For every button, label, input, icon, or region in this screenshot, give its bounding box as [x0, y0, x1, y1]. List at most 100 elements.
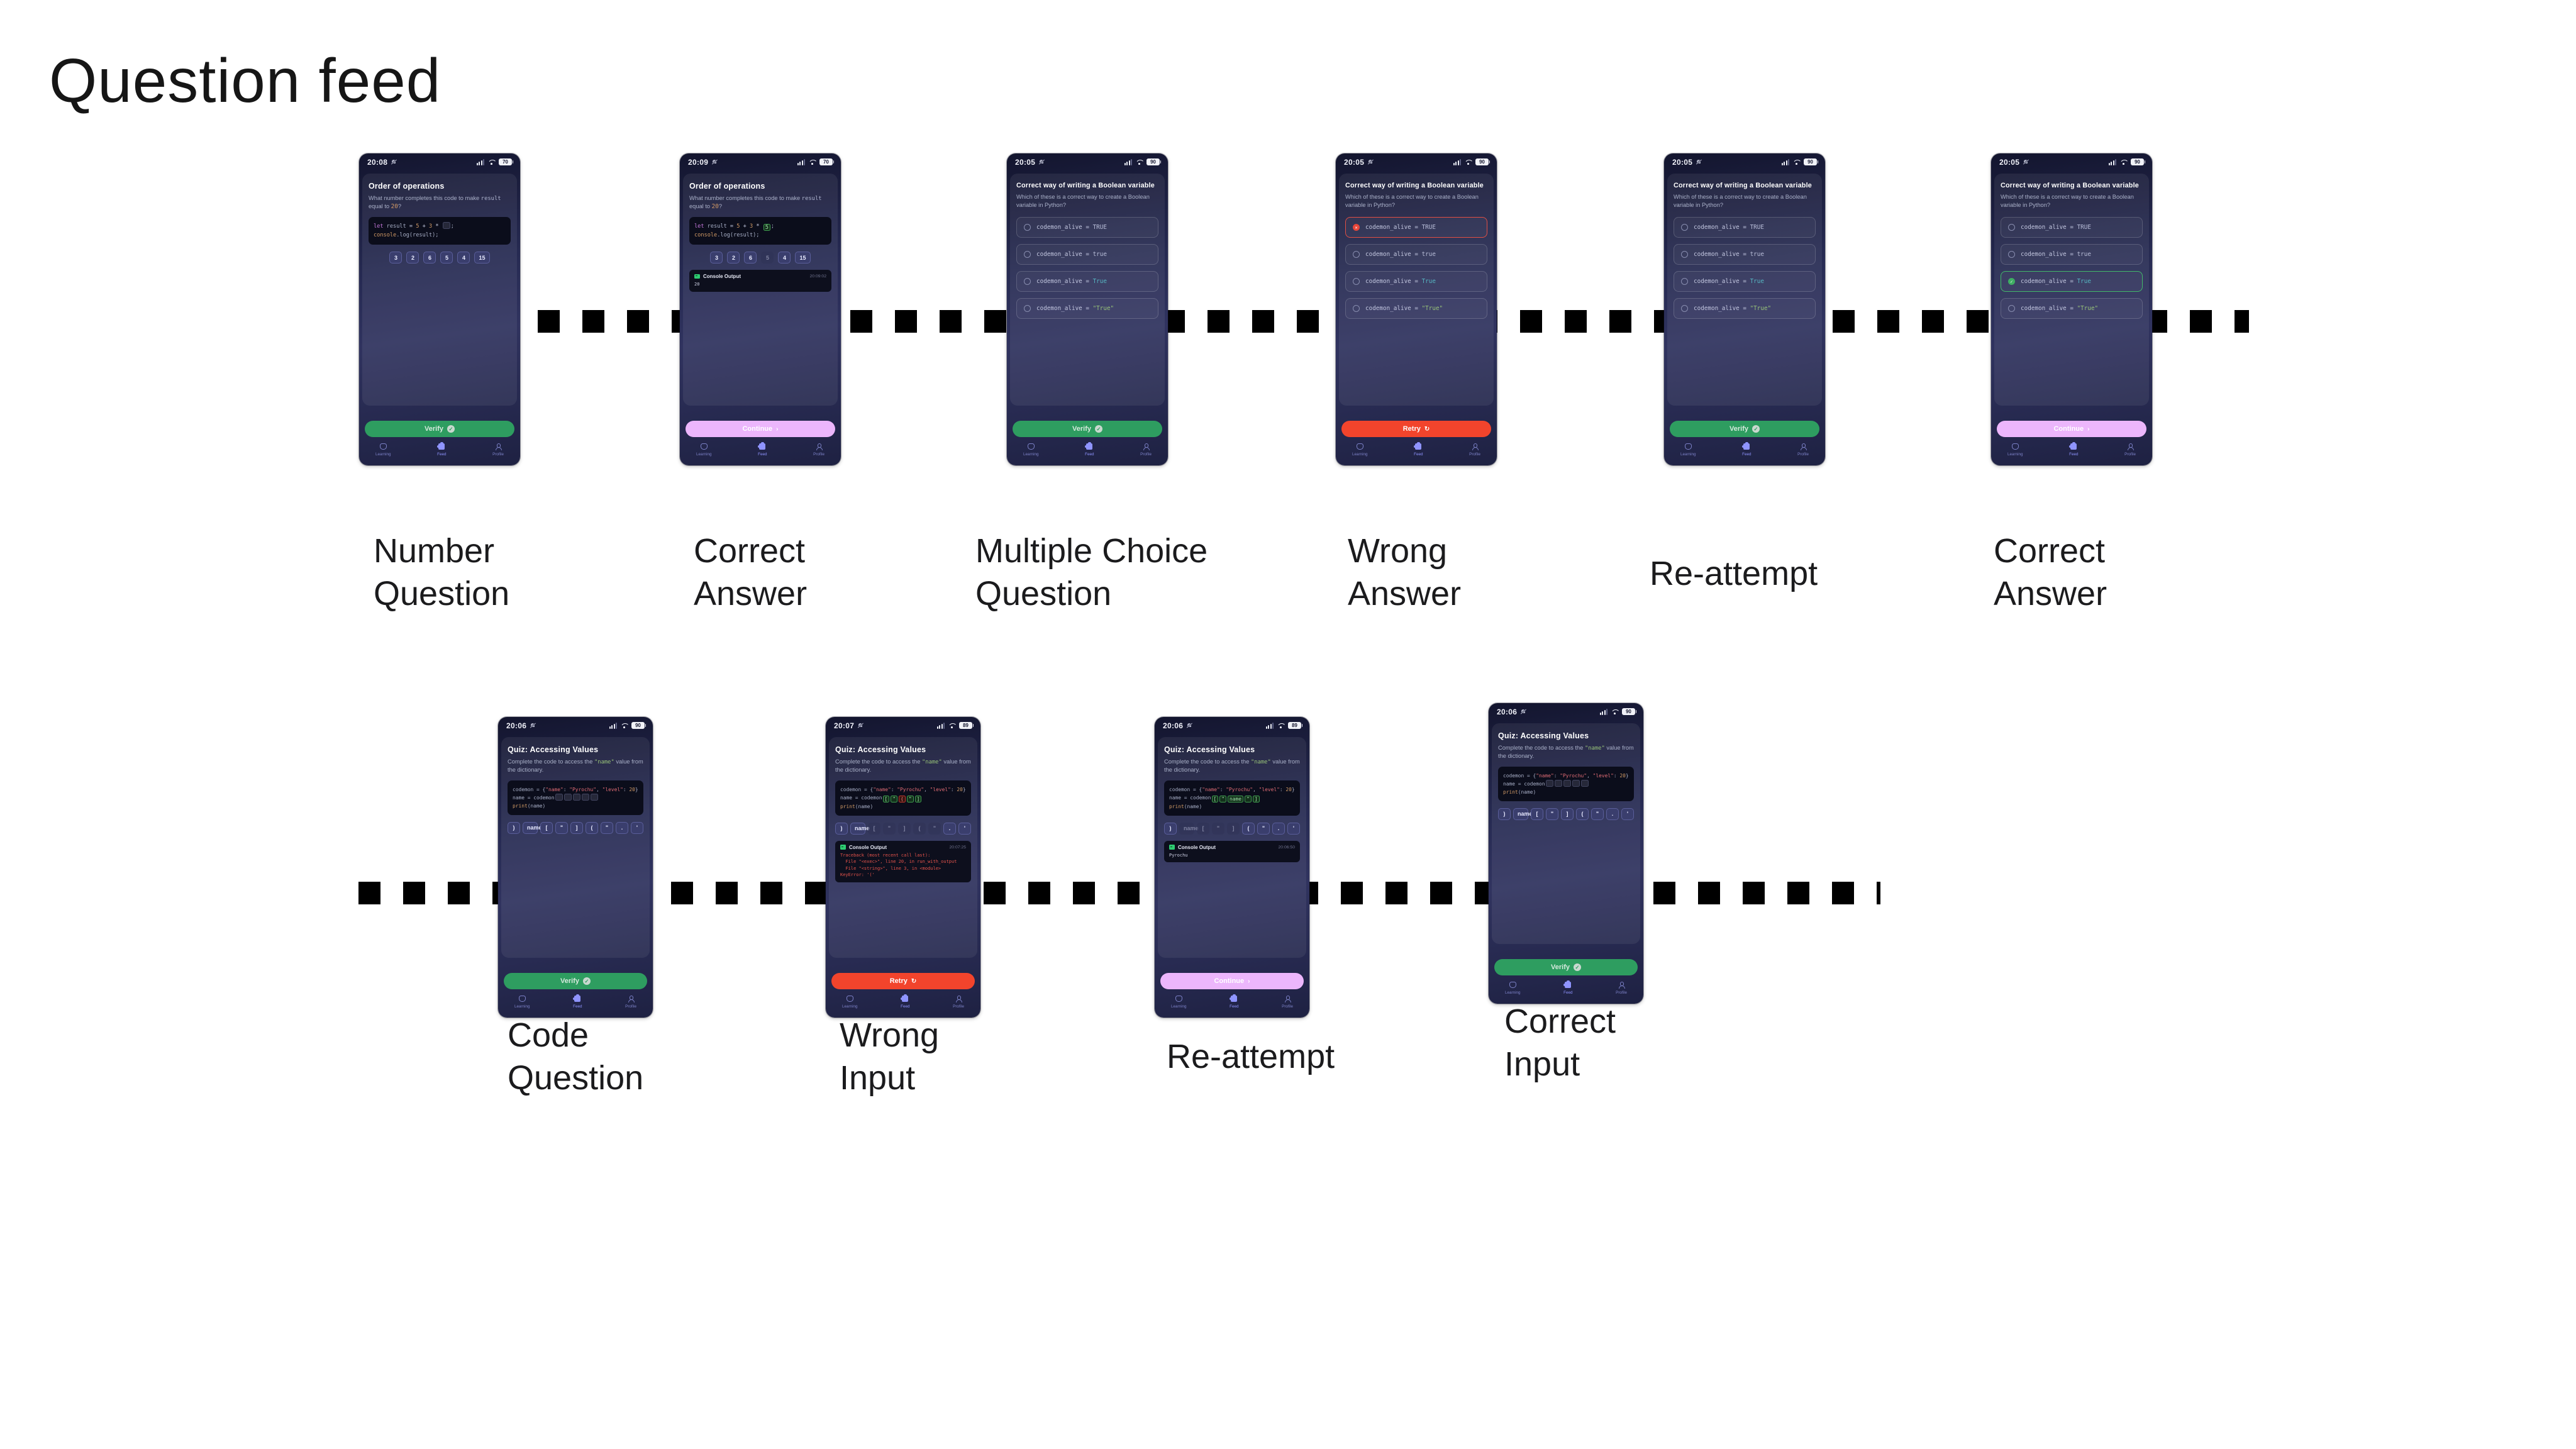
- answer-chip[interactable]: ): [1164, 822, 1177, 835]
- nav-item-profile[interactable]: Profile: [1616, 982, 1627, 999]
- nav-item-learning[interactable]: Learning: [375, 443, 391, 460]
- answer-chip[interactable]: ': [1621, 808, 1634, 820]
- answer-chip[interactable]: [: [1197, 822, 1209, 835]
- answer-chip[interactable]: ]: [898, 822, 911, 835]
- nav-item-learning[interactable]: Learning: [1023, 443, 1039, 460]
- answer-chip[interactable]: ): [508, 821, 520, 834]
- nav-item-learning[interactable]: Learning: [2007, 443, 2023, 460]
- nav-item-learning[interactable]: Learning: [514, 996, 530, 1013]
- option-row[interactable]: codemon_alive = "True": [1345, 298, 1487, 319]
- answer-chip[interactable]: .: [1272, 822, 1285, 835]
- answer-chip[interactable]: 15: [795, 252, 811, 264]
- option-row[interactable]: codemon_alive = TRUE: [1016, 217, 1158, 238]
- radio-icon[interactable]: [2008, 224, 2015, 231]
- nav-item-feed[interactable]: Feed: [1085, 442, 1094, 460]
- nav-item-feed[interactable]: Feed: [758, 442, 767, 460]
- retry-button[interactable]: Retry ↻: [1341, 421, 1491, 437]
- answer-chip[interactable]: 3: [389, 252, 402, 264]
- answer-chip[interactable]: [: [868, 822, 880, 835]
- answer-chip[interactable]: 6: [423, 252, 436, 264]
- verify-button[interactable]: Verify ✓: [365, 421, 514, 437]
- answer-chip[interactable]: (: [913, 822, 926, 835]
- radio-icon[interactable]: [1024, 305, 1031, 313]
- radio-icon[interactable]: [1353, 278, 1360, 286]
- answer-chip[interactable]: ": [1257, 822, 1270, 835]
- answer-chip[interactable]: ": [883, 822, 896, 835]
- answer-chip[interactable]: 15: [474, 252, 490, 264]
- retry-button[interactable]: Retry ↻: [831, 973, 975, 989]
- continue-button[interactable]: Continue ›: [1160, 973, 1304, 989]
- nav-item-feed[interactable]: Feed: [1563, 980, 1573, 999]
- answer-chip[interactable]: ': [631, 821, 643, 834]
- answer-chip[interactable]: 2: [406, 252, 419, 264]
- option-row[interactable]: ✓codemon_alive = True: [2001, 271, 2143, 292]
- answer-chip[interactable]: 3: [710, 252, 723, 264]
- answer-chip[interactable]: ": [601, 821, 613, 834]
- radio-icon[interactable]: [1024, 278, 1031, 286]
- check-radio-icon[interactable]: ✓: [2008, 278, 2015, 286]
- option-row[interactable]: codemon_alive = "True": [1674, 298, 1816, 319]
- option-row[interactable]: codemon_alive = true: [1345, 244, 1487, 265]
- answer-chip[interactable]: 6: [744, 252, 757, 264]
- nav-item-learning[interactable]: Learning: [1171, 996, 1187, 1013]
- answer-chip[interactable]: (: [1576, 808, 1589, 820]
- nav-item-learning[interactable]: Learning: [1505, 982, 1521, 999]
- answer-chip[interactable]: [: [1531, 808, 1543, 820]
- answer-chip[interactable]: name: [850, 822, 870, 835]
- nav-item-learning[interactable]: Learning: [1680, 443, 1696, 460]
- answer-chip[interactable]: ): [835, 822, 848, 835]
- nav-item-feed[interactable]: Feed: [1742, 442, 1752, 460]
- answer-chip[interactable]: name: [1513, 808, 1533, 820]
- radio-icon[interactable]: [1353, 251, 1360, 258]
- answer-chip[interactable]: [: [540, 821, 553, 834]
- answer-chip[interactable]: ": [1546, 808, 1558, 820]
- answer-chip[interactable]: ": [1591, 808, 1604, 820]
- answer-chip[interactable]: (: [586, 821, 598, 834]
- answer-chip[interactable]: name: [1179, 822, 1199, 835]
- nav-item-feed[interactable]: Feed: [1414, 442, 1423, 460]
- option-row[interactable]: codemon_alive = True: [1674, 271, 1816, 292]
- nav-item-feed[interactable]: Feed: [2069, 442, 2079, 460]
- option-row[interactable]: codemon_alive = "True": [1016, 298, 1158, 319]
- option-row[interactable]: codemon_alive = TRUE: [1674, 217, 1816, 238]
- nav-item-feed[interactable]: Feed: [437, 442, 447, 460]
- verify-button[interactable]: Verify ✓: [1013, 421, 1162, 437]
- nav-item-profile[interactable]: Profile: [1282, 996, 1293, 1013]
- nav-item-profile[interactable]: Profile: [1797, 443, 1809, 460]
- radio-icon[interactable]: [1024, 224, 1031, 231]
- answer-chip[interactable]: 5: [761, 252, 774, 264]
- answer-chip[interactable]: 4: [778, 252, 791, 264]
- cross-radio-icon[interactable]: ✕: [1353, 224, 1360, 231]
- radio-icon[interactable]: [1681, 278, 1688, 286]
- nav-item-profile[interactable]: Profile: [813, 443, 824, 460]
- nav-item-learning[interactable]: Learning: [696, 443, 712, 460]
- answer-chip[interactable]: ): [1498, 808, 1511, 820]
- answer-chip[interactable]: ]: [1227, 822, 1240, 835]
- nav-item-profile[interactable]: Profile: [1140, 443, 1152, 460]
- nav-item-learning[interactable]: Learning: [1352, 443, 1368, 460]
- nav-item-profile[interactable]: Profile: [2124, 443, 2136, 460]
- answer-chip[interactable]: ": [928, 822, 941, 835]
- verify-button[interactable]: Verify ✓: [1494, 959, 1638, 975]
- answer-chip[interactable]: 4: [457, 252, 470, 264]
- radio-icon[interactable]: [1681, 251, 1688, 258]
- answer-chip[interactable]: ': [1287, 822, 1300, 835]
- option-row[interactable]: codemon_alive = True: [1345, 271, 1487, 292]
- radio-icon[interactable]: [1024, 251, 1031, 258]
- answer-chip[interactable]: 2: [727, 252, 740, 264]
- option-row[interactable]: codemon_alive = true: [1674, 244, 1816, 265]
- nav-item-profile[interactable]: Profile: [625, 996, 636, 1013]
- option-row[interactable]: codemon_alive = True: [1016, 271, 1158, 292]
- nav-item-profile[interactable]: Profile: [492, 443, 504, 460]
- option-row[interactable]: codemon_alive = TRUE: [2001, 217, 2143, 238]
- verify-button[interactable]: Verify ✓: [1670, 421, 1819, 437]
- nav-item-feed[interactable]: Feed: [1230, 994, 1239, 1013]
- answer-chip[interactable]: (: [1242, 822, 1255, 835]
- radio-icon[interactable]: [1681, 305, 1688, 313]
- option-row[interactable]: codemon_alive = true: [2001, 244, 2143, 265]
- radio-icon[interactable]: [1681, 224, 1688, 231]
- nav-item-feed[interactable]: Feed: [573, 994, 582, 1013]
- nav-item-feed[interactable]: Feed: [901, 994, 910, 1013]
- answer-chip[interactable]: .: [943, 822, 956, 835]
- radio-icon[interactable]: [1353, 305, 1360, 313]
